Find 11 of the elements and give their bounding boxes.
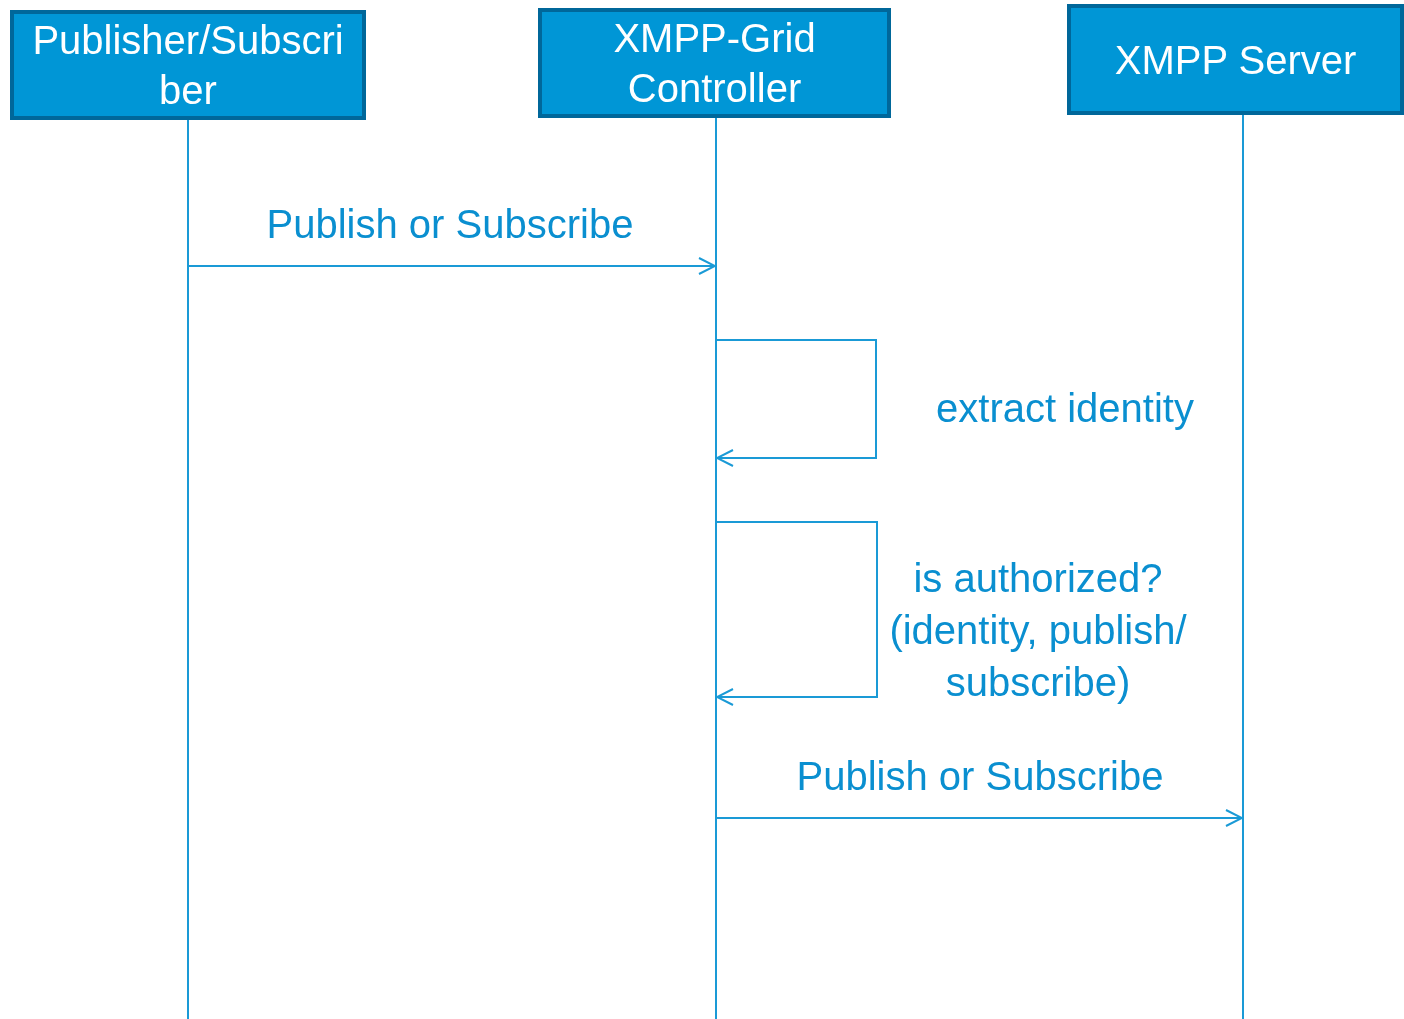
edge-label: Publish or Subscribe	[265, 201, 635, 248]
edge-label: extract identity	[935, 385, 1195, 432]
participant-box: XMPP-Grid Controller	[538, 8, 891, 118]
self-message-arrow	[716, 521, 878, 706]
self-message-arrow	[716, 339, 877, 467]
edge-label: Publish or Subscribe	[795, 753, 1165, 800]
participant-box: XMPP Server	[1067, 4, 1404, 115]
message-arrow	[716, 809, 1243, 827]
participant-box: Publisher/Subscriber	[10, 10, 366, 120]
message-arrow	[188, 257, 716, 275]
edge-label: is authorized? (identity, publish/ subscribe)	[888, 555, 1188, 706]
